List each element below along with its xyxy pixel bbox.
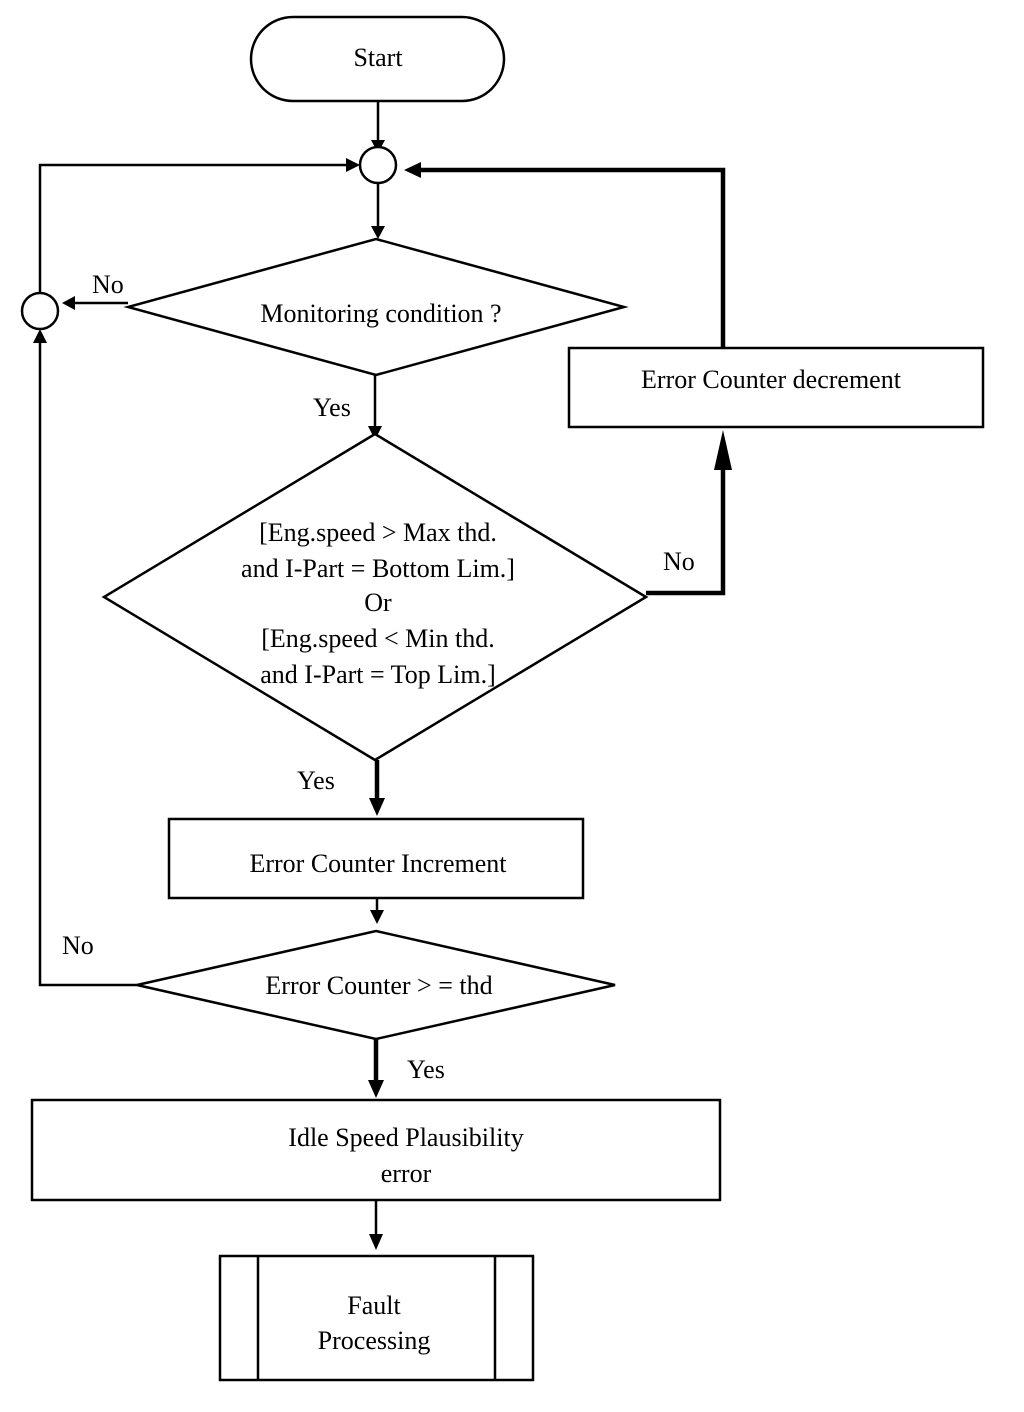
- speed-check-line: [Eng.speed > Max thd.: [259, 518, 497, 547]
- threshold-no-arrow: [38, 342, 137, 987]
- fault-line1: Fault: [347, 1291, 401, 1320]
- monitoring-question: Monitoring condition ?: [260, 299, 501, 328]
- arrow-head: [33, 329, 47, 343]
- start-label: Start: [353, 43, 403, 72]
- arrow-head: [368, 1080, 384, 1098]
- loop-back-left: [38, 163, 347, 292]
- speed-check-no-label: No: [663, 547, 695, 576]
- speed-check-line: and I-Part = Top Lim.]: [260, 660, 496, 689]
- arrow-head: [371, 226, 385, 239]
- threshold-yes-label: Yes: [407, 1055, 445, 1084]
- start-node: Start: [249, 15, 506, 103]
- plausibility-line1: Idle Speed Plausibility: [288, 1123, 523, 1152]
- arrow-head: [369, 798, 385, 816]
- speed-check-line: and I-Part = Bottom Lim.]: [241, 554, 515, 583]
- upper-junction: [358, 145, 398, 185]
- arrow-head: [370, 910, 384, 924]
- speed-check-no-arrow: [646, 452, 726, 596]
- increment-label: Error Counter Increment: [249, 849, 507, 878]
- threshold-no-label: No: [62, 931, 94, 960]
- fault-line2: Processing: [318, 1326, 431, 1355]
- decrement-label: Error Counter decrement: [641, 365, 902, 394]
- arrow-head: [346, 158, 360, 172]
- speed-check-line: [Eng.speed < Min thd.: [261, 624, 494, 653]
- arrow-head: [714, 430, 732, 470]
- speed-check-line: Or: [364, 588, 392, 617]
- threshold-question: Error Counter > = thd: [265, 971, 492, 1000]
- plausibility-line2: error: [381, 1159, 432, 1188]
- fault-processing-box: Fault Processing: [218, 1254, 535, 1382]
- left-junction: [20, 291, 60, 331]
- arrow-head: [369, 1234, 383, 1250]
- arrow-head: [62, 296, 75, 310]
- error-counter-decrement-box: Error Counter decrement: [567, 346, 985, 429]
- threshold-decision: Error Counter > = thd: [136, 929, 616, 1041]
- monitoring-condition-decision: Monitoring condition ?: [123, 237, 629, 377]
- speed-check-yes-label: Yes: [297, 766, 335, 795]
- monitoring-yes-label: Yes: [313, 393, 351, 422]
- arrow-head: [404, 162, 421, 178]
- plausibility-error-box: Idle Speed Plausibility error: [30, 1098, 722, 1202]
- error-counter-increment-box: Error Counter Increment: [167, 817, 585, 900]
- monitoring-no-label: No: [92, 270, 124, 299]
- loop-back-right: [420, 167, 726, 348]
- speed-check-decision: [Eng.speed > Max thd. and I-Part = Botto…: [101, 432, 649, 762]
